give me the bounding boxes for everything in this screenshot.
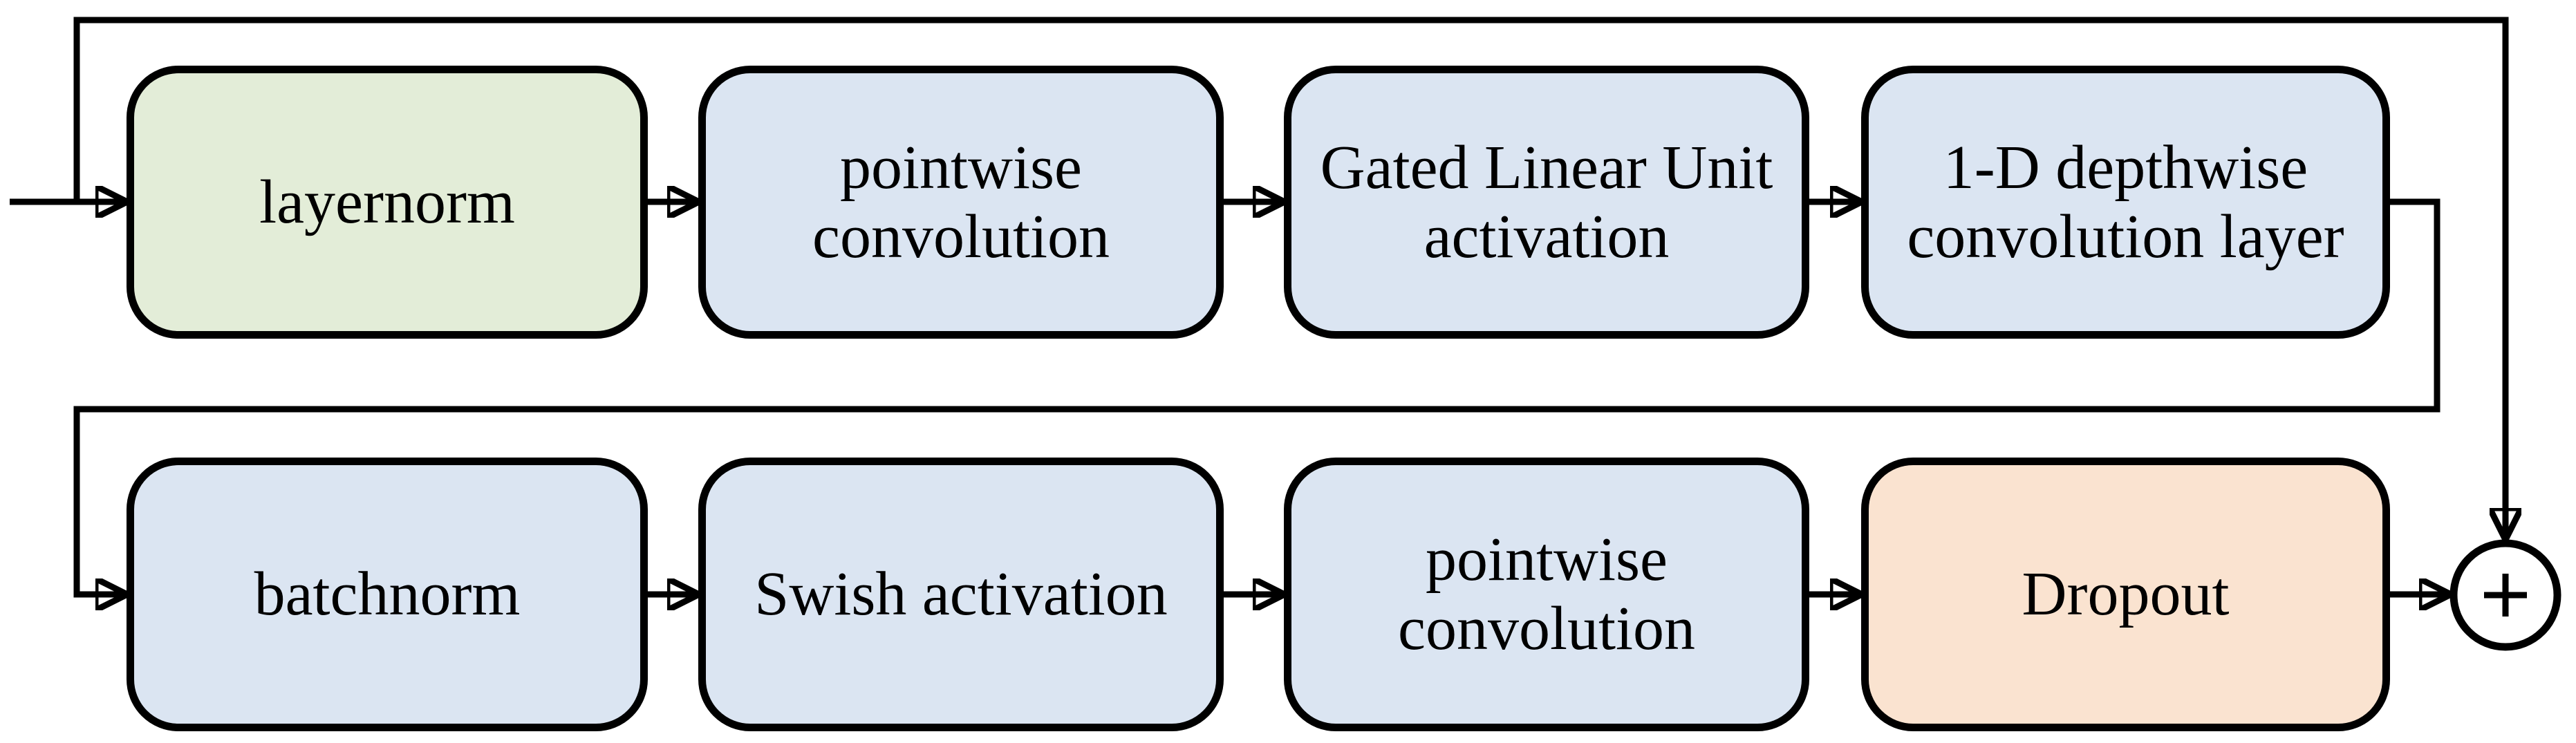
glu-activation-label: Gated Linear Unit activation (1320, 133, 1773, 271)
residual-skip-line (73, 17, 2505, 539)
pointwise-conv-1-label: pointwise convolution (812, 133, 1110, 271)
swish-activation-label: Swish activation (754, 560, 1168, 628)
glu-activation-box: Gated Linear Unit activation (1284, 66, 1809, 339)
pointwise-conv-2-box: pointwise convolution (1284, 458, 1809, 731)
depthwise-conv-box: 1-D depthwise convolution layer (1861, 66, 2390, 339)
depthwise-conv-label: 1-D depthwise convolution layer (1907, 133, 2344, 271)
pointwise-conv-2-label: pointwise convolution (1398, 525, 1695, 663)
plus-icon (2484, 574, 2527, 617)
batchnorm-label: batchnorm (254, 560, 521, 628)
dropout-box: Dropout (1861, 458, 2390, 731)
layernorm-box: layernorm (127, 66, 648, 339)
pointwise-conv-1-box: pointwise convolution (698, 66, 1224, 339)
dropout-label: Dropout (2022, 560, 2230, 628)
batchnorm-box: batchnorm (127, 458, 648, 731)
layernorm-label: layernorm (259, 167, 515, 236)
swish-activation-box: Swish activation (698, 458, 1224, 731)
row-transfer-line (73, 198, 2440, 594)
